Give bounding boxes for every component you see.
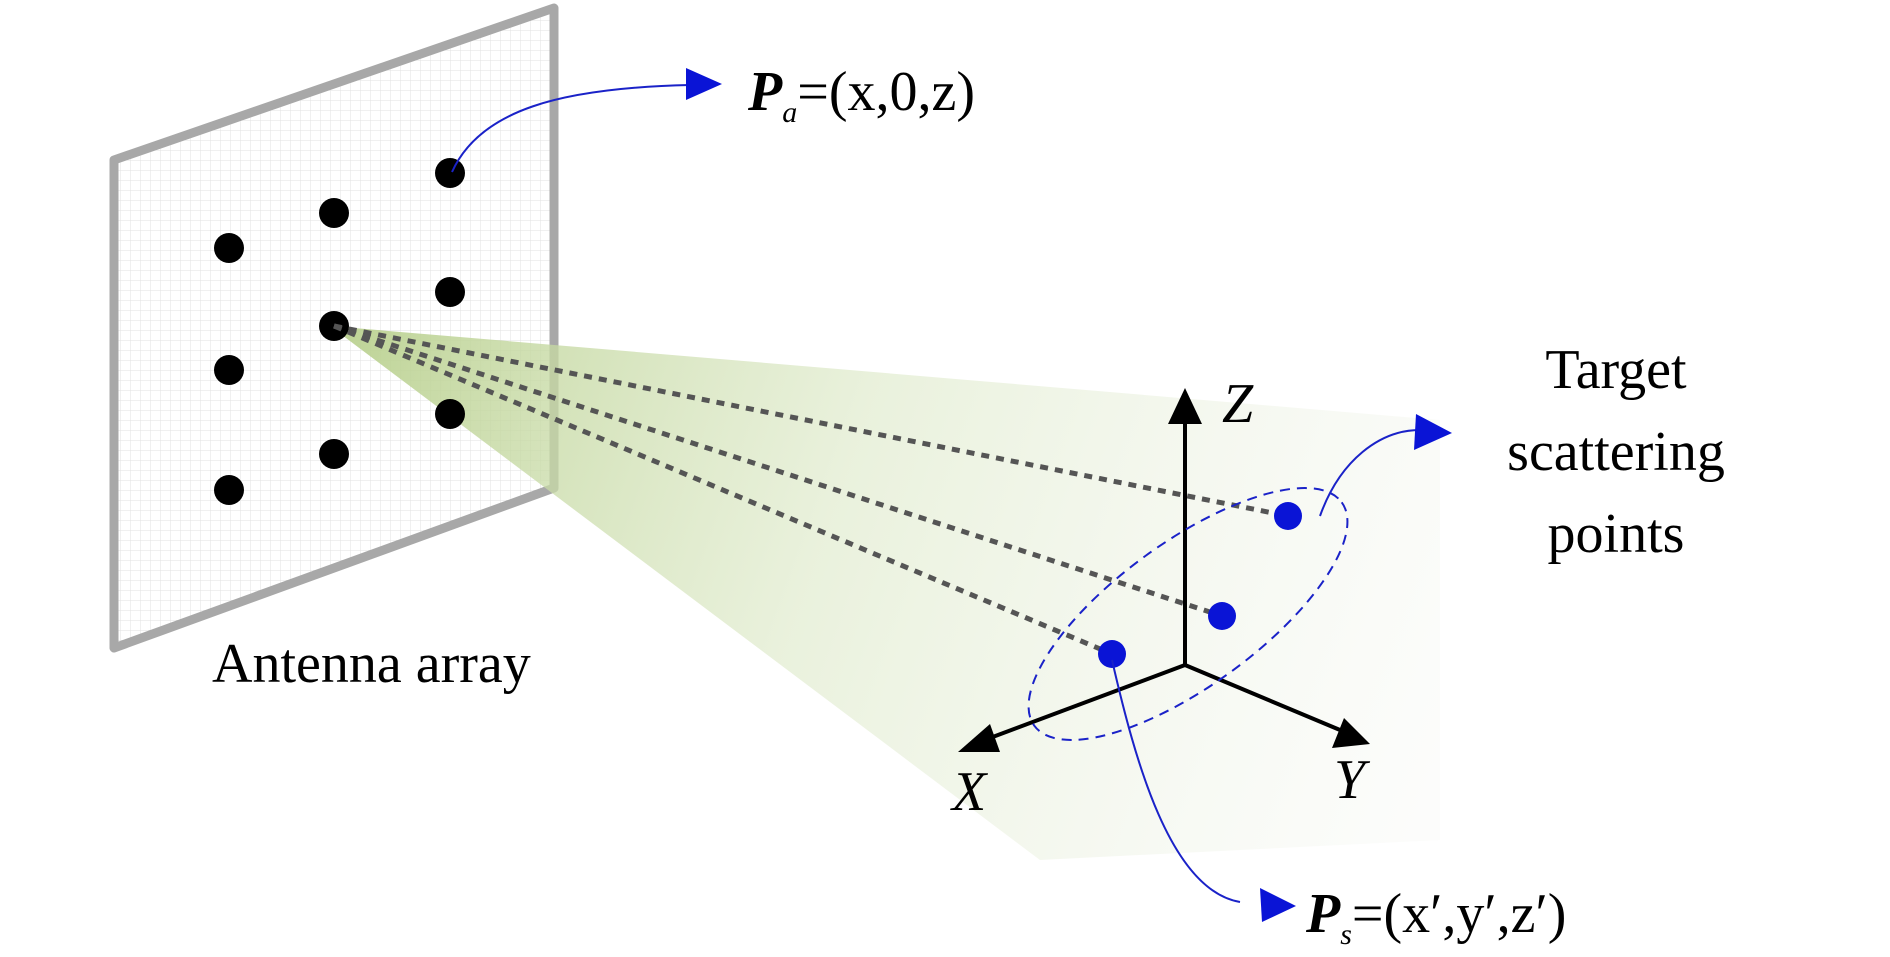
scatter-points (1098, 502, 1302, 668)
pa-arrowhead (686, 68, 722, 100)
antenna-element (435, 277, 465, 307)
ray (333, 323, 1223, 619)
y-axis-arrowhead (1332, 718, 1370, 748)
z-axis-arrowhead (1168, 388, 1202, 424)
ps-symbol: P (1305, 883, 1341, 945)
antenna-element (435, 158, 465, 188)
axis-y-label: Y (1334, 749, 1371, 811)
antenna-elements (214, 158, 465, 505)
antenna-element (214, 233, 244, 263)
axis-z-label: Z (1222, 373, 1254, 435)
target-label-line3: points (1548, 503, 1685, 565)
antenna-element (319, 439, 349, 469)
y-axis-line (1184, 663, 1341, 732)
ps-label: Ps=(x′,y′,z′) (1305, 883, 1566, 951)
ps-arrowhead (1260, 888, 1296, 922)
ps-leader-arrow (1111, 659, 1241, 903)
x-axis-arrowhead (958, 724, 1000, 752)
beam-cone (330, 326, 1440, 860)
antenna-element (214, 475, 244, 505)
target-label-line1: Target (1545, 339, 1687, 401)
target-leader-arrow (1319, 429, 1421, 517)
x-axis-line (989, 663, 1186, 740)
axis-x-label: X (950, 761, 989, 823)
ps-subscript: s (1340, 918, 1352, 951)
scatter-point (1208, 602, 1236, 630)
pa-leader-arrow (451, 84, 691, 173)
antenna-element (435, 399, 465, 429)
ray (333, 323, 1289, 519)
scatter-point (1274, 502, 1302, 530)
target-arrowhead (1414, 414, 1452, 450)
pa-symbol: P (747, 61, 783, 123)
pa-coords: (x,0,z) (829, 61, 975, 123)
target-region-ellipse (1027, 487, 1349, 741)
antenna-element (319, 198, 349, 228)
ray (333, 323, 1113, 657)
ps-coords: (x′,y′,z′) (1384, 883, 1567, 945)
antenna-element (214, 355, 244, 385)
target-label-line2: scattering (1507, 421, 1725, 483)
pa-label: Pa=(x,0,z) (747, 61, 975, 129)
coordinate-axes (989, 420, 1341, 740)
propagation-rays (333, 323, 1289, 657)
ps-equals: = (1352, 883, 1384, 945)
pa-subscript: a (782, 96, 797, 129)
pa-equals: = (797, 61, 829, 123)
scatter-point (1098, 640, 1126, 668)
antenna-array-label: Antenna array (212, 633, 531, 695)
